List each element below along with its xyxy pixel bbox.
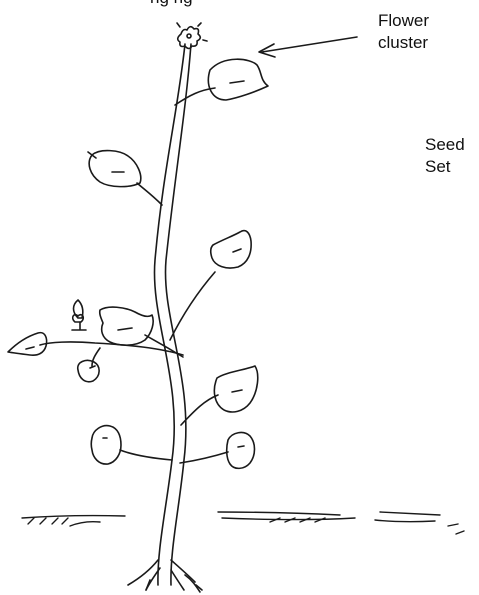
ground-line-left [22,516,125,526]
small-fruit-icon [78,360,99,381]
leaf-left-large [100,307,153,345]
seed-pod-left [91,426,172,464]
flower-cluster-icon [177,23,207,49]
seed-pod-right [180,433,255,469]
leaf-upper-left [88,151,162,205]
flower-bud-icon [72,300,86,330]
roots [128,560,202,592]
leaf-left-tip [8,333,47,356]
leaf-mid-right [170,231,251,340]
leaf-lower-right [181,366,258,425]
left-branch [40,335,183,366]
ground-line-right [218,512,464,534]
pointer-arrow [259,37,357,57]
main-stem [154,44,191,585]
